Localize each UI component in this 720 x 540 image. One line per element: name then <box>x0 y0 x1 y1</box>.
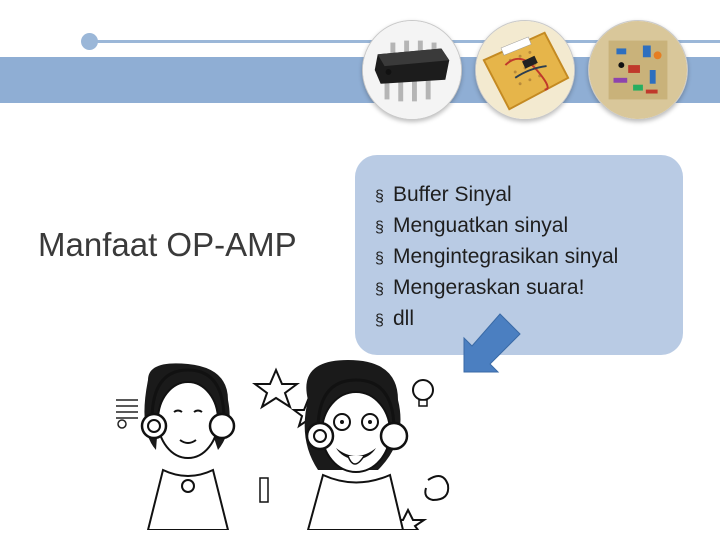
arrow-down-left-icon <box>463 313 521 373</box>
decorative-top-dot <box>81 33 98 50</box>
list-item: § dll <box>375 304 618 335</box>
list-item: § Menguatkan sinyal <box>375 211 618 242</box>
list-item: § Buffer Sinyal <box>375 180 618 211</box>
list-item: § Mengeraskan suara! <box>375 273 618 304</box>
content-box <box>355 155 683 355</box>
op-amp-chip-photo <box>362 20 462 120</box>
list-item-text: Mengeraskan suara! <box>393 276 585 299</box>
list-item-text: dll <box>393 307 415 330</box>
bullet-list: § Buffer Sinyal § Menguatkan sinyal § Mengi… <box>375 180 618 335</box>
list-item: § Mengintegrasikan sinyal <box>375 242 618 273</box>
slide-title: Manfaat OP-AMP <box>38 226 297 263</box>
circuit-board-photo <box>475 20 575 120</box>
list-item-text: Menguatkan sinyal <box>393 214 569 237</box>
electronic-components-photo <box>588 20 688 120</box>
bullet-marker: § <box>375 281 384 298</box>
bullet-marker: § <box>375 312 384 329</box>
bullet-marker: § <box>375 250 384 267</box>
list-item-text: Buffer Sinyal <box>393 183 512 206</box>
bullet-marker: § <box>375 219 384 236</box>
cartoon-women-headphones <box>116 360 450 530</box>
list-item-text: Mengintegrasikan sinyal <box>393 245 619 268</box>
bullet-marker: § <box>375 188 384 205</box>
